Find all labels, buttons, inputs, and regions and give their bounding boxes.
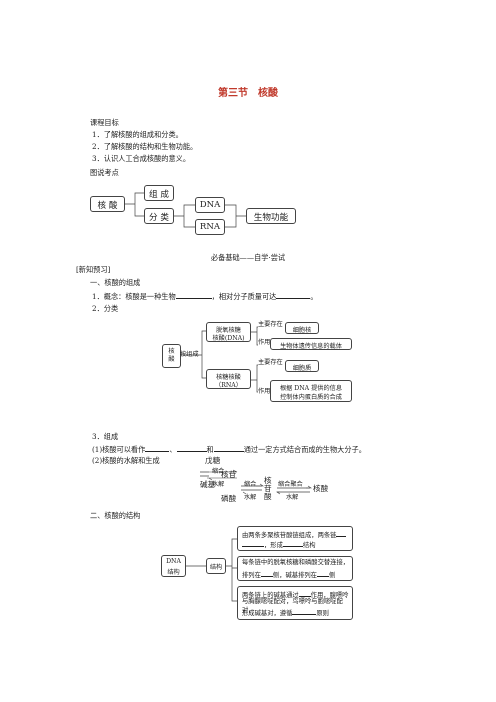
goal-item: 3．认识人工合成核酸的意义。 (92, 154, 191, 163)
hydrolyze-label: 水解 (286, 494, 299, 501)
structure-card-2: 每条链中的脱氧核糖和磷酸交替连接， 排列在侧，碱基排列在侧 (237, 556, 353, 581)
tree-rna: 核糖核酸（RNA） (206, 369, 251, 389)
hydrolysis-heading: (2)核酸的水解和生成 (92, 456, 160, 465)
classification-label: 2．分类 (92, 304, 119, 313)
tree-by-composition: 按组成 (180, 351, 199, 358)
concept-line: 1．概念：核酸是一种生物，相对分子质量可达。 (92, 292, 318, 301)
nucleotide: 苷 (264, 484, 272, 493)
nucleotide: 核 (264, 476, 272, 485)
tree-where-label: 主要存在 (258, 321, 283, 328)
base: 碱基 (200, 480, 216, 489)
map-node-classification: 分 类 (144, 208, 174, 224)
structure-branch: 结构 (206, 558, 226, 574)
map-node-function: 生物功能 (246, 208, 296, 224)
section-banner: 必备基础——自学·尝试 (210, 253, 286, 262)
condense-label: 缩合 (244, 481, 257, 488)
tree-root: 核 酸 (162, 344, 181, 368)
page-title: 第三节 核酸 (218, 88, 278, 99)
phosphate: 磷酸 (221, 494, 237, 503)
tree-where-label: 主要存在 (258, 359, 283, 366)
hydrolyze-label: 水解 (244, 494, 257, 501)
composition-heading: 3．组成 (92, 432, 119, 441)
preview-label: [新知预习] (76, 265, 111, 274)
tree-role-label: 作用 (258, 339, 271, 346)
goals-heading: 课程目标 (90, 118, 119, 127)
sugar: 戊糖 (205, 456, 221, 465)
map-node-rna: RNA (195, 219, 225, 235)
hydrolyze-label: 水解 (212, 481, 225, 488)
tree-role-label: 作用 (258, 388, 271, 395)
tree-rna-location: 细胞质 (285, 360, 319, 372)
condense-label: 缩合 (212, 468, 225, 475)
nucleoside: 核苷 (221, 470, 237, 479)
section-heading: 一、核酸的组成 (90, 278, 141, 287)
goal-item: 2．了解核酸的结构和生物功能。 (92, 142, 198, 151)
tree-dna-role: 生物体遗传信息的载体 (270, 338, 352, 350)
map-node-root: 核 酸 (90, 196, 125, 212)
map-heading: 图说考点 (90, 168, 119, 177)
structure-heading: 二、核酸的结构 (90, 511, 141, 520)
condense-polymerize-label: 缩合聚合 (278, 481, 303, 488)
map-node-composition: 组 成 (144, 185, 174, 201)
structure-card-1: 由两条多聚核苷酸链组成，两条链 ，形成结构 (237, 526, 353, 551)
structure-card-3: 两条链上的碱基通过作用，腺嘌呤 与胸腺嘧啶配对，鸟嘌呤与胞嘧啶配对， 形成碱基对… (237, 586, 353, 620)
tree-rna-role: 根据 DNA 提供的信息控制体内蛋白质的合成 (270, 380, 352, 402)
nucleotide: 酸 (264, 492, 272, 501)
tree-dna-location: 细胞核 (285, 322, 319, 334)
tree-dna: 脱氧核糖核酸(DNA) (206, 322, 251, 342)
nucleic-acid: 核酸 (313, 484, 329, 493)
goal-item: 1．了解核酸的组成和分类。 (92, 130, 183, 139)
composition-line: (1)核酸可以看作、和通过一定方式结合而成的生物大分子。 (92, 445, 366, 454)
map-node-dna: DNA (195, 197, 225, 213)
